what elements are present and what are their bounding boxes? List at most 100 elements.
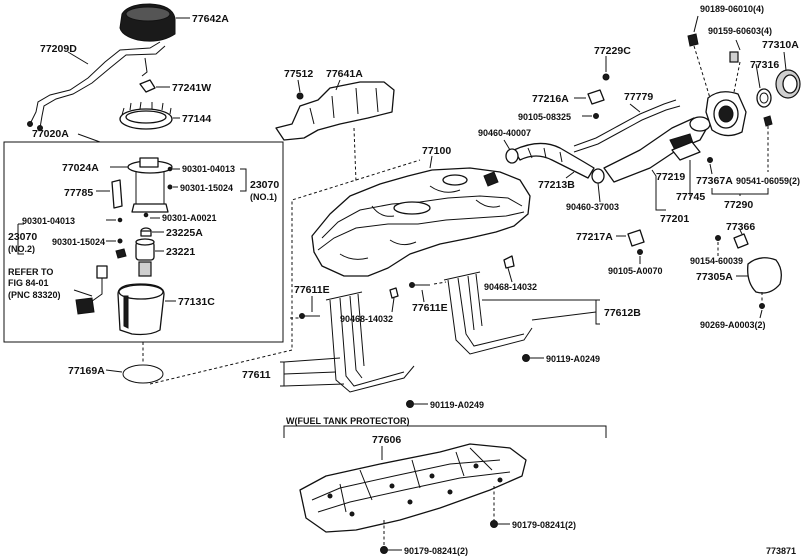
label-77612B: 77612B [604, 307, 641, 319]
label-23070-1: 23070 [250, 179, 279, 191]
part-77229C [602, 73, 610, 81]
part-90468-14032-a [389, 287, 399, 299]
part-77606-protector [299, 443, 527, 533]
label-90468-14032-b: 90468-14032 [484, 282, 537, 292]
part-77169A-gasket [122, 364, 164, 384]
part-77366 [733, 233, 749, 249]
label-77641A: 77641A [326, 68, 363, 80]
label-77290: 77290 [724, 199, 753, 211]
label-23221: 23221 [166, 246, 195, 258]
label-90154-60039: 90154-60039 [690, 256, 743, 266]
label-77779: 77779 [624, 91, 653, 103]
label-77217A: 77217A [576, 231, 613, 243]
part-90179-08241-a [490, 520, 498, 528]
part-77131C-sub-tank [117, 283, 165, 336]
label-90301-04013-a: 90301-04013 [182, 164, 235, 174]
part-77241W [139, 79, 156, 93]
part-90159-60603 [729, 51, 739, 63]
label-77366: 77366 [726, 221, 755, 233]
label-no1: (NO.1) [250, 192, 277, 202]
label-77512: 77512 [284, 68, 313, 80]
part-77785 [111, 179, 123, 209]
part-90269-A0003 [759, 303, 765, 309]
part-77100-fuel-tank [311, 167, 531, 277]
label-77219: 77219 [656, 171, 685, 183]
label-90269-A0003: 90269-A0003(2) [700, 320, 766, 330]
label-77305A: 77305A [696, 271, 733, 283]
label-77209D: 77209D [40, 43, 77, 55]
label-77611E-right: 77611E [412, 302, 448, 314]
label-77131C: 77131C [178, 296, 215, 308]
part-77290-filler-base [705, 91, 747, 137]
label-77020A: 77020A [32, 128, 69, 140]
note-line2: FIG 84-01 [8, 278, 49, 288]
label-90179-08241-a: 90179-08241(2) [512, 520, 576, 530]
part-23225A [140, 227, 152, 237]
part-pump-small-fitting [115, 248, 127, 259]
label-77367A: 77367A [696, 175, 733, 187]
label-77201: 77201 [660, 213, 689, 225]
part-90119-A0249-b [406, 400, 414, 408]
part-77201-filler-pipe [603, 116, 711, 183]
label-90468-14032-a: 90468-14032 [340, 314, 393, 324]
part-77642A [119, 3, 176, 42]
part-77216A-clamp [587, 89, 605, 105]
label-77216A: 77216A [532, 93, 569, 105]
label-77144: 77144 [182, 113, 211, 125]
part-77213B-hose [513, 142, 595, 179]
part-90468-14032-b [503, 255, 515, 269]
label-23070-2: 23070 [8, 231, 37, 243]
label-77213B: 77213B [538, 179, 575, 191]
label-77169A: 77169A [68, 365, 105, 377]
part-90119-A0249-a [522, 354, 530, 362]
part-77316-gasket [756, 88, 772, 108]
label-77785: 77785 [64, 187, 93, 199]
label-90301-15024-a: 90301-15024 [180, 183, 233, 193]
label-90105-08325: 90105-08325 [518, 112, 571, 122]
label-77316: 77316 [750, 59, 779, 71]
part-77611-strap [325, 291, 415, 393]
protector-bracket [283, 425, 607, 438]
label-90301-A0021: 90301-A0021 [162, 213, 217, 223]
part-90105-A0070 [637, 249, 643, 255]
label-90541-06059: 90541-06059(2) [736, 176, 800, 186]
label-90119-A0249-b: 90119-A0249 [430, 400, 484, 410]
label-90301-04013-b: 90301-04013 [22, 216, 75, 226]
diagram-id: 773871 [766, 546, 796, 556]
part-90541-06059 [763, 115, 773, 127]
protector-title: W(FUEL TANK PROTECTOR) [286, 416, 410, 426]
label-90119-A0249-a: 90119-A0249 [546, 354, 600, 364]
part-77024A-gauge-plate [127, 157, 173, 213]
part-77305A-fuel-door [747, 257, 782, 294]
label-77241W: 77241W [172, 82, 211, 94]
part-90154-60039 [715, 235, 721, 241]
part-90460-37003-clamp [591, 168, 605, 184]
label-77310A: 77310A [762, 39, 799, 51]
part-90189-06010 [687, 33, 699, 47]
part-77310A-cap [775, 69, 801, 99]
part-77209D-tubes [27, 41, 166, 131]
part-77612B-strap [443, 271, 533, 355]
part-90460-40007-clamp [505, 148, 519, 164]
part-90179-08241-b [380, 546, 388, 554]
note-line1: REFER TO [8, 267, 53, 277]
label-77606: 77606 [372, 434, 401, 446]
label-77745: 77745 [676, 191, 705, 203]
label-90105-A0070: 90105-A0070 [608, 266, 663, 276]
label-77229C: 77229C [594, 45, 631, 57]
label-90189-06010: 90189-06010(4) [700, 4, 764, 14]
label-77100: 77100 [422, 145, 451, 157]
part-90105-08325 [593, 113, 599, 119]
part-77611E-bolt-right [409, 282, 430, 288]
label-90159-60603: 90159-60603(4) [708, 26, 772, 36]
part-sender-gauge [75, 265, 108, 315]
part-77745 [671, 141, 701, 161]
label-23225A: 23225A [166, 227, 203, 239]
label-77642A: 77642A [192, 13, 229, 25]
note-line3: (PNC 83320) [8, 290, 61, 300]
label-77024A: 77024A [62, 162, 99, 174]
label-77611E-left: 77611E [294, 284, 330, 296]
label-90460-40007: 90460-40007 [478, 128, 531, 138]
